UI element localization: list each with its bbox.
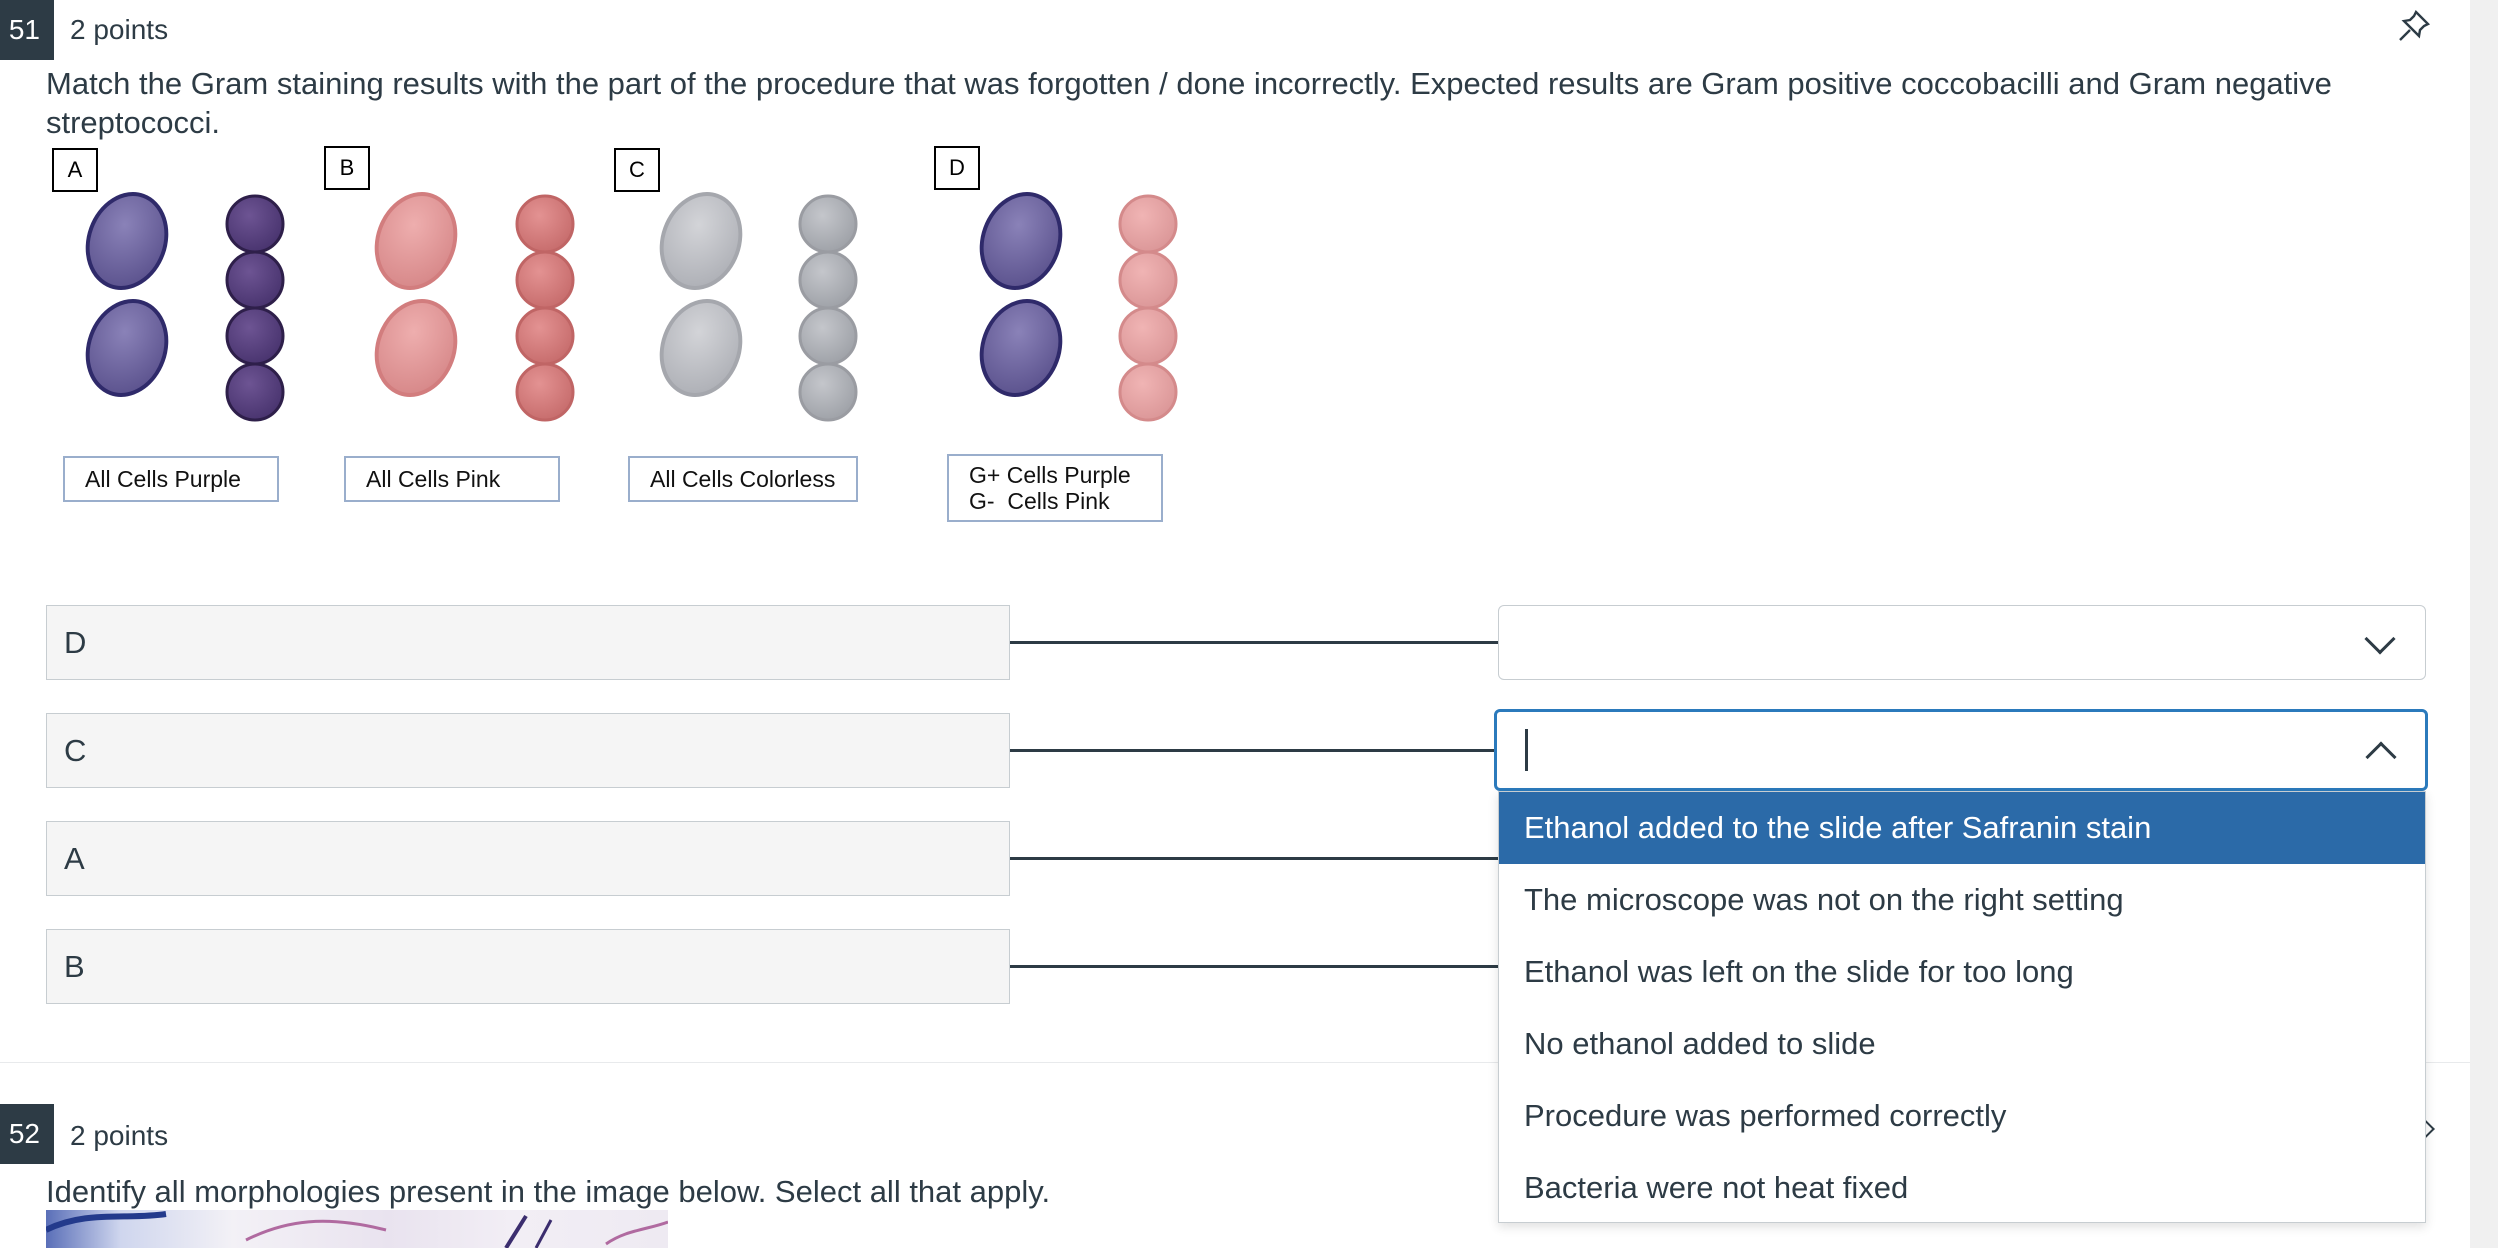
dropdown-option[interactable]: The microscope was not on the right sett… [1524,882,2124,917]
question-number-badge: 51 [0,0,54,60]
question-points: 2 points [70,14,169,45]
match-row-label: A [46,821,1010,896]
pin-icon[interactable] [2396,8,2432,44]
dropdown-option[interactable]: Ethanol was left on the slide for too lo… [1524,954,2074,989]
panel-label-d: D [934,146,980,190]
dropdown-option[interactable]: Ethanol added to the slide after Safrani… [1499,792,2425,864]
morphology-image [46,1210,668,1248]
panel-caption-c: All Cells Colorless [628,456,858,502]
select-dropdown-list: Ethanol added to the slide after Safrani… [1498,791,2426,1223]
question-number-badge: 52 [0,1104,54,1164]
match-row-label: C [46,713,1010,788]
chevron-down-icon[interactable] [2364,623,2396,655]
panel-label-c: C [614,148,660,192]
match-connector [1010,641,1500,644]
panel-d-rods [979,192,1063,397]
page-scrollbar[interactable] [2470,0,2498,1248]
question-points: 2 points [70,1120,169,1151]
bacteria-illustration [85,192,1178,422]
dropdown-option[interactable]: No ethanol added to slide [1524,1026,1876,1061]
panel-caption-a: All Cells Purple [63,456,279,502]
match-select-c[interactable] [1494,709,2428,791]
question-divider [0,1062,2470,1063]
question-number: 51 [8,14,40,45]
question-number: 52 [8,1118,40,1149]
panel-c-cocci [798,194,858,422]
match-row-label: D [46,605,1010,680]
gram-stain-figure: A B C D [46,144,1196,534]
question-text: Match the Gram staining results with the… [46,66,2332,140]
panel-d-cocci [1118,194,1178,422]
panel-caption-d: G+ Cells Purple G- Cells Pink [947,454,1163,522]
match-connector [1010,965,1500,968]
panel-a-rods [85,192,169,397]
match-row-label: B [46,929,1010,1004]
text-cursor [1525,729,1528,771]
match-select-d[interactable] [1498,605,2426,680]
panel-b-cocci [515,194,575,422]
match-connector [1010,749,1500,752]
match-connector [1010,857,1500,860]
dropdown-option[interactable]: Procedure was performed correctly [1524,1098,2007,1133]
panel-label-b: B [324,146,370,190]
panel-b-rods [374,192,458,397]
panel-caption-b: All Cells Pink [344,456,560,502]
panel-c-rods [659,192,743,397]
dropdown-option[interactable]: Bacteria were not heat fixed [1524,1170,1909,1205]
chevron-up-icon[interactable] [2365,741,2397,773]
panel-a-cocci [225,194,285,422]
panel-label-a: A [52,148,98,192]
question-text: Identify all morphologies present in the… [46,1174,1051,1209]
